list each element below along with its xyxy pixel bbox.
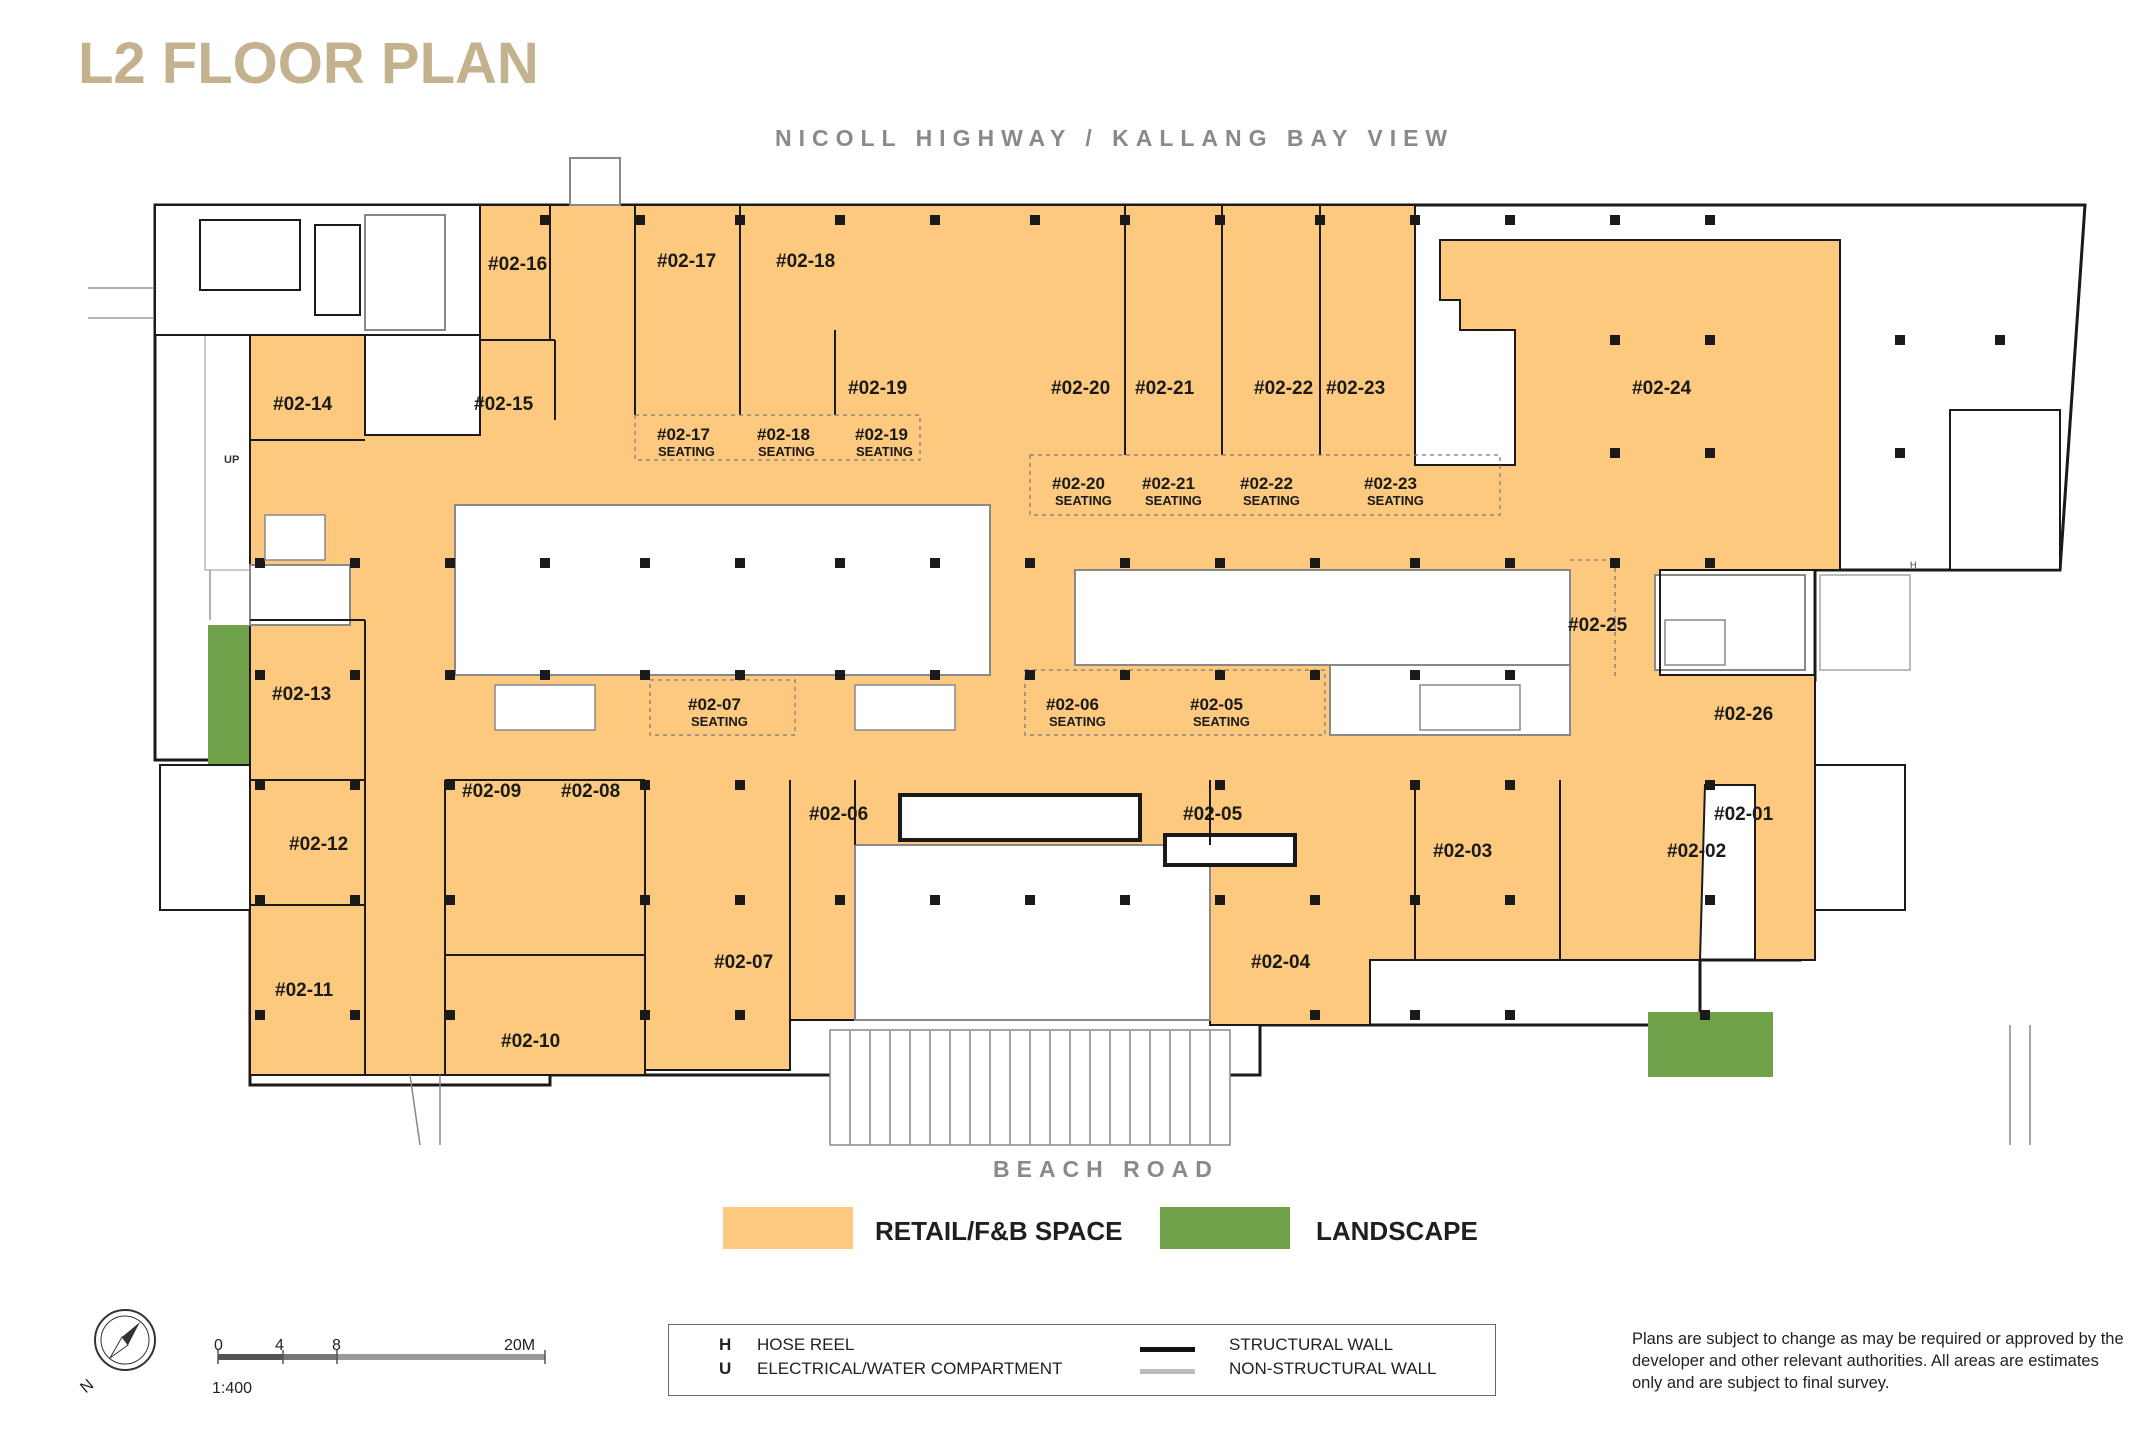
escalators xyxy=(264,514,1726,731)
columns xyxy=(255,215,2005,1020)
unit-02-20: #02-20 xyxy=(1051,378,1110,399)
unit-02-18: #02-18 xyxy=(776,251,835,272)
non-structural-wall-swatch xyxy=(1140,1369,1195,1374)
hose-reel-marker: H xyxy=(1910,560,1917,570)
unit-02-25: #02-25 xyxy=(1568,615,1628,636)
seating-label-02-23: SEATING xyxy=(1367,493,1424,508)
unit-02-01: #02-01 xyxy=(1714,804,1774,825)
unit-02-03: #02-03 xyxy=(1433,841,1492,862)
unit-02-15: #02-15 xyxy=(474,394,534,415)
seating-label-02-05: SEATING xyxy=(1193,714,1250,729)
upper-right-bay xyxy=(1840,203,2087,572)
key-u-label: ELECTRICAL/WATER COMPARTMENT xyxy=(757,1359,1063,1378)
scale-tick-20m: 20M xyxy=(504,1337,536,1354)
landscape-left xyxy=(208,625,250,765)
unit-02-24: #02-24 xyxy=(1632,378,1692,399)
key-box: H HOSE REEL U ELECTRICAL/WATER COMPARTME… xyxy=(668,1324,1496,1396)
seating-label-02-17: SEATING xyxy=(658,444,715,459)
seating-unit-02-21: #02-21 xyxy=(1142,474,1195,493)
legend-retail-swatch xyxy=(723,1207,853,1249)
legend-landscape-swatch xyxy=(1160,1207,1290,1249)
street-label-north: NICOLL HIGHWAY / KALLANG BAY VIEW xyxy=(775,125,1455,151)
unit-02-02: #02-02 xyxy=(1667,841,1726,862)
north-label: N xyxy=(77,1376,97,1396)
unit-02-05: #02-05 xyxy=(1183,804,1243,825)
seating-label-02-22: SEATING xyxy=(1243,493,1300,508)
key-u-code: U xyxy=(719,1359,732,1378)
seating-labels: #02-17 SEATING #02-18 SEATING #02-19 SEA… xyxy=(657,425,1424,729)
unit-02-19: #02-19 xyxy=(848,378,907,399)
seating-label-02-21: SEATING xyxy=(1145,493,1202,508)
legend-retail-label: RETAIL/F&B SPACE xyxy=(875,1216,1123,1246)
structural-wall-swatch xyxy=(1140,1347,1195,1352)
key-h-label: HOSE REEL xyxy=(757,1335,855,1354)
unit-02-06: #02-06 xyxy=(809,804,868,825)
unit-labels: #02-01 #02-02 #02-03 #02-04 #02-05 #02-0… xyxy=(272,251,1774,1052)
unit-02-21: #02-21 xyxy=(1135,378,1195,399)
seating-label-02-06: SEATING xyxy=(1049,714,1106,729)
unit-02-13: #02-13 xyxy=(272,684,331,705)
seating-unit-02-18: #02-18 xyxy=(757,425,810,444)
seating-unit-02-06: #02-06 xyxy=(1046,695,1099,714)
side-cores xyxy=(159,764,1906,911)
unit-02-12: #02-12 xyxy=(289,834,348,855)
seating-label-02-18: SEATING xyxy=(758,444,815,459)
disclaimer-note: Plans are subject to change as may be re… xyxy=(1632,1330,2124,1392)
unit-02-07: #02-07 xyxy=(714,952,773,973)
seating-zones xyxy=(634,414,1616,736)
landscape-right xyxy=(1648,1012,1773,1077)
scale-tick-0: 0 xyxy=(214,1337,223,1354)
scale-ratio: 1:400 xyxy=(212,1380,253,1397)
south-stairs xyxy=(409,1025,2031,1146)
legend-landscape-label: LANDSCAPE xyxy=(1316,1216,1478,1246)
seating-unit-02-07: #02-07 xyxy=(688,695,741,714)
scale-bar xyxy=(217,1350,546,1364)
seating-unit-02-19: #02-19 xyxy=(855,425,908,444)
unit-02-14: #02-14 xyxy=(273,394,333,415)
seating-unit-02-17: #02-17 xyxy=(657,425,710,444)
unit-02-16: #02-16 xyxy=(488,254,547,275)
seating-label-02-07: SEATING xyxy=(691,714,748,729)
atrium-voids xyxy=(249,504,1911,1021)
key-non-structural-label: NON-STRUCTURAL WALL xyxy=(1229,1359,1437,1378)
page-title: L2 FLOOR PLAN xyxy=(78,31,539,96)
service-block-top-left xyxy=(154,157,621,336)
unit-02-08: #02-08 xyxy=(561,781,620,802)
unit-02-11: #02-11 xyxy=(275,980,334,1001)
lift-core-south xyxy=(898,793,1297,867)
compass-icon xyxy=(94,1309,156,1371)
unit-02-22: #02-22 xyxy=(1254,378,1313,399)
unit-02-09: #02-09 xyxy=(462,781,521,802)
unit-02-23: #02-23 xyxy=(1326,378,1385,399)
key-structural-label: STRUCTURAL WALL xyxy=(1229,1335,1394,1354)
seating-label-02-19: SEATING xyxy=(856,444,913,459)
street-label-south: BEACH ROAD xyxy=(993,1156,1219,1182)
key-h-code: H xyxy=(719,1335,732,1354)
seating-unit-02-22: #02-22 xyxy=(1240,474,1293,493)
seating-unit-02-05: #02-05 xyxy=(1190,695,1243,714)
unit-02-26: #02-26 xyxy=(1714,704,1773,725)
unit-02-10: #02-10 xyxy=(501,1031,560,1052)
seating-unit-02-20: #02-20 xyxy=(1052,474,1105,493)
unit-02-17: #02-17 xyxy=(657,251,716,272)
scale-tick-4: 4 xyxy=(275,1337,284,1354)
up-marker: UP xyxy=(224,454,239,466)
seating-label-02-20: SEATING xyxy=(1055,493,1112,508)
partition-walls xyxy=(250,205,1661,1075)
unit-02-04: #02-04 xyxy=(1251,952,1311,973)
seating-unit-02-23: #02-23 xyxy=(1364,474,1417,493)
scale-tick-8: 8 xyxy=(332,1337,341,1354)
